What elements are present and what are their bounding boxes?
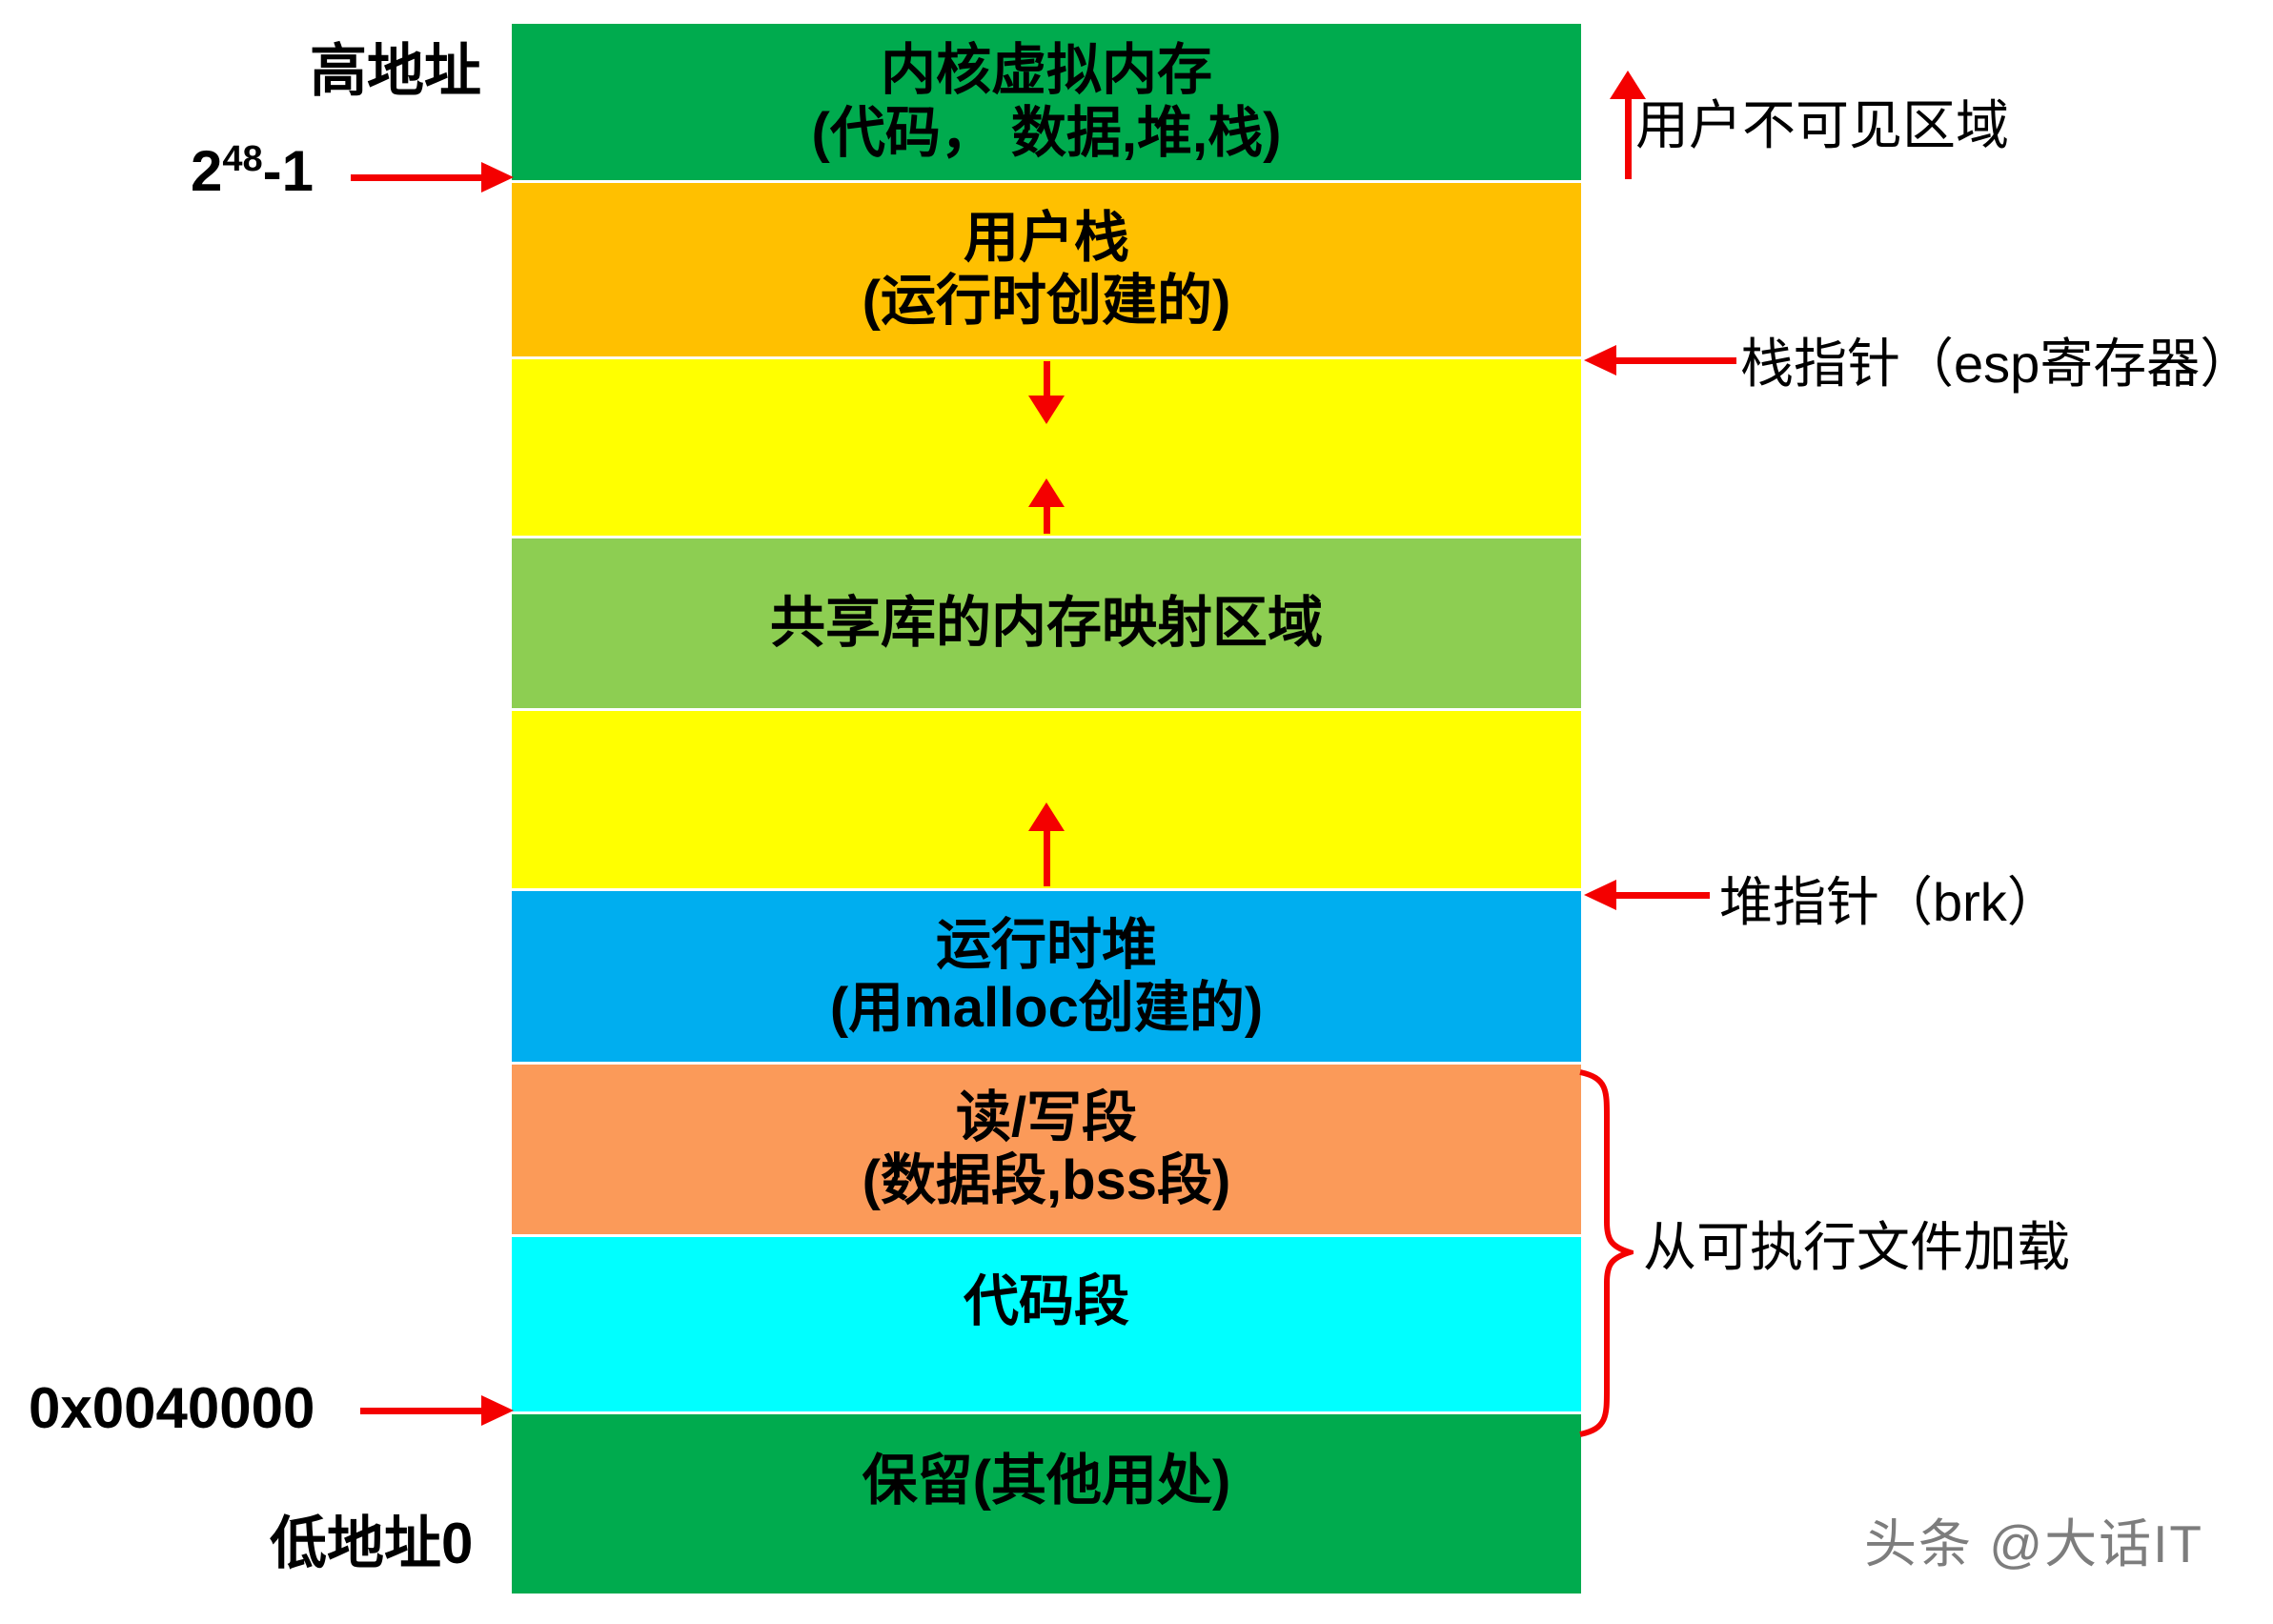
segment-sublabel: (代码， 数据,堆,栈) — [811, 102, 1282, 164]
kernel-region-up-arrow-icon — [1610, 71, 1646, 179]
segment-label: 运行时堆 — [935, 913, 1157, 976]
segment-label: 用户栈 — [963, 207, 1129, 270]
top-address-label: 248-1 — [191, 139, 315, 203]
segment-user-stack: 用户栈 (运行时创建的) — [512, 183, 1581, 359]
watermark: 头条 @大话IT — [1864, 1514, 2203, 1573]
segment-sublabel: (用malloc创建的) — [829, 976, 1264, 1039]
segment-label: 保留(其他用处) — [862, 1450, 1231, 1512]
segment-reserved: 保留(其他用处) — [512, 1414, 1581, 1594]
kernel-note-label: 用户不可见区域 — [1635, 95, 2009, 155]
segment-label: 读/写段 — [955, 1086, 1138, 1149]
stack-grows-down-arrow-icon — [1028, 361, 1065, 424]
segment-label: 代码段 — [963, 1269, 1129, 1332]
low-address-label: 低地址0 — [270, 1512, 474, 1575]
executable-load-brace — [1579, 1069, 1634, 1437]
high-address-label: 高地址 — [310, 39, 481, 103]
stack-pointer-label: 栈指针（esp寄存器） — [1740, 334, 2254, 394]
heap-pointer-arrow-icon — [1584, 880, 1710, 910]
mmap-grows-up-arrow-icon — [1028, 478, 1065, 534]
segment-code: 代码段 — [512, 1237, 1581, 1414]
memory-stack: 内核虚拟内存 (代码， 数据,堆,栈) 用户栈 (运行时创建的) 共享库的内存映… — [512, 24, 1581, 1594]
code-start-address-label: 0x0040000 — [29, 1376, 315, 1440]
executable-note-label: 从可执行文件加载 — [1643, 1217, 2070, 1277]
segment-read-write: 读/写段 (数据段,bss段) — [512, 1065, 1581, 1237]
segment-heap-growth-gap — [512, 711, 1581, 891]
top-address-arrow-icon — [351, 162, 514, 193]
code-start-arrow-icon — [360, 1395, 514, 1426]
stack-pointer-arrow-icon — [1584, 345, 1736, 376]
segment-stack-growth-gap — [512, 359, 1581, 538]
heap-grows-up-arrow-icon — [1028, 802, 1065, 886]
segment-kernel-virtual-memory: 内核虚拟内存 (代码， 数据,堆,栈) — [512, 24, 1581, 183]
heap-pointer-label: 堆指针（brk） — [1719, 872, 2060, 932]
segment-shared-library-mmap: 共享库的内存映射区域 — [512, 538, 1581, 711]
segment-label: 共享库的内存映射区域 — [769, 592, 1323, 655]
segment-label: 内核虚拟内存 — [880, 39, 1212, 102]
segment-sublabel: (数据段,bss段) — [862, 1149, 1231, 1211]
segment-runtime-heap: 运行时堆 (用malloc创建的) — [512, 891, 1581, 1065]
segment-sublabel: (运行时创建的) — [862, 270, 1231, 332]
